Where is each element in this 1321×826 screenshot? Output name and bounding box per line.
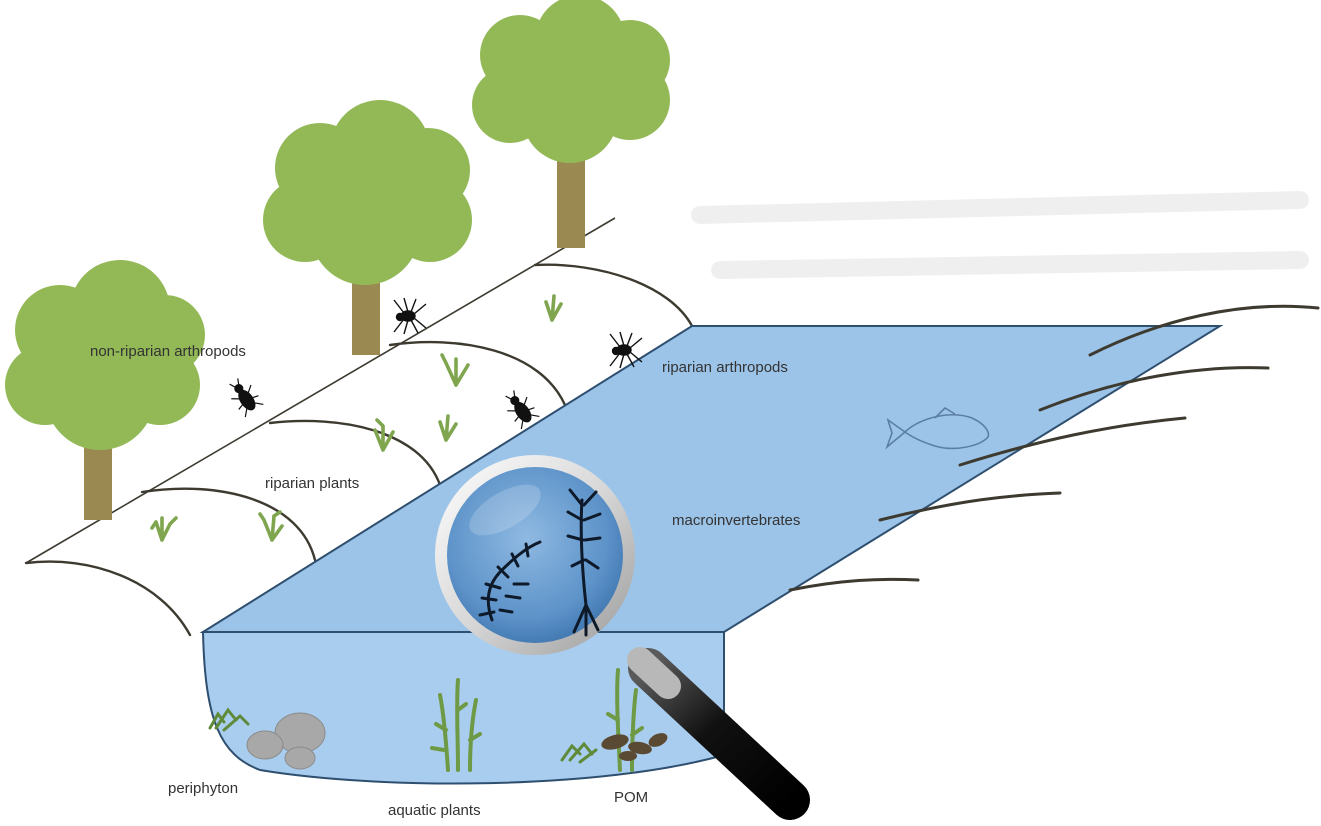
label-riparian-plants: riparian plants — [265, 475, 359, 492]
background-strokes — [700, 200, 1300, 270]
label-pom: POM — [614, 789, 648, 806]
tree-icon — [472, 0, 670, 248]
spider-icon — [394, 298, 426, 334]
label-periphyton: periphyton — [168, 780, 238, 797]
label-non-riparian-arthropods: non-riparian arthropods — [90, 343, 246, 360]
label-aquatic-plants: aquatic plants — [388, 802, 481, 819]
tree-icon — [263, 100, 472, 355]
tree-icon — [5, 260, 205, 520]
label-riparian-arthropods: riparian arthropods — [662, 359, 788, 376]
beetle-icon — [224, 374, 264, 417]
label-macroinvertebrates: macroinvertebrates — [672, 512, 800, 529]
